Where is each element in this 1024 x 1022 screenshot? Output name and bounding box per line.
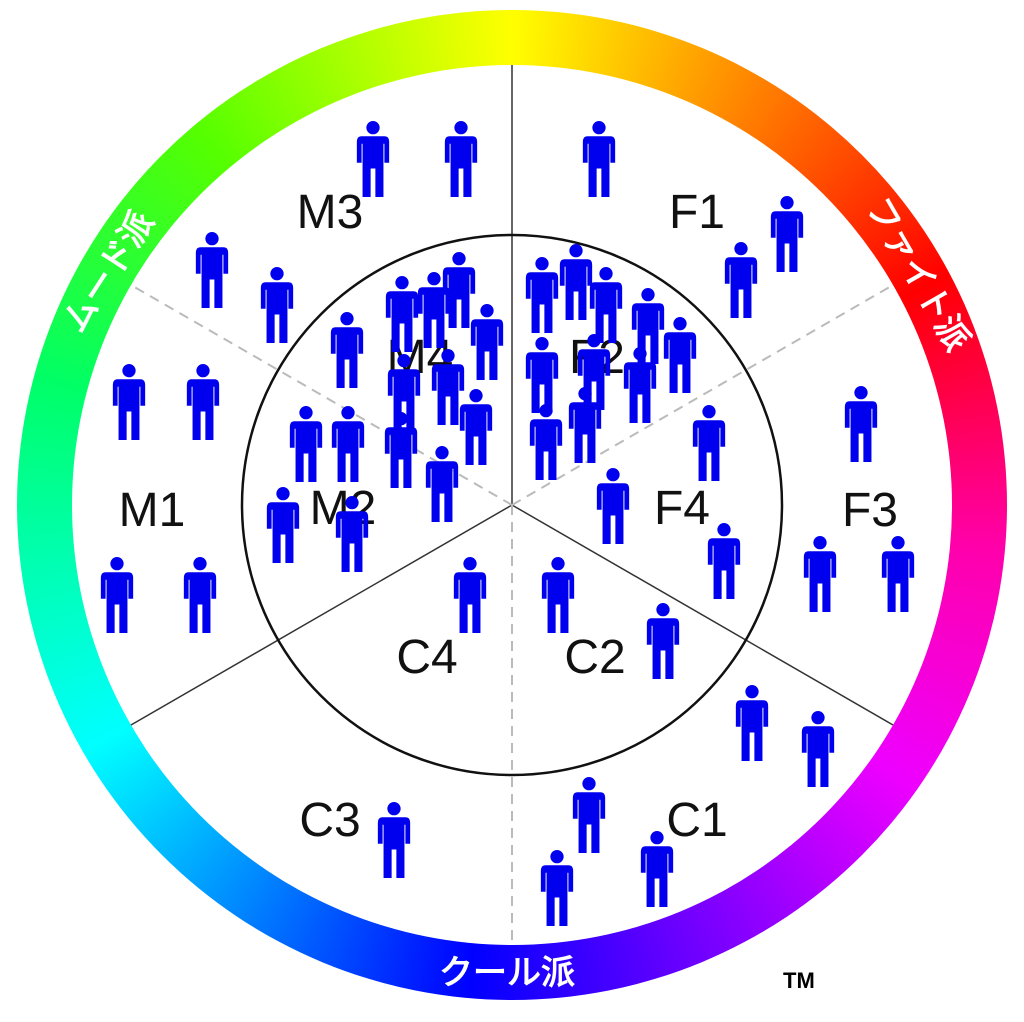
segment-label-f1: F1 <box>669 186 725 239</box>
segment-label-c2: C2 <box>564 631 625 684</box>
divider-lower-right <box>511 504 894 726</box>
segment-label-c3: C3 <box>299 794 360 847</box>
segment-label-m1: M1 <box>119 484 186 537</box>
segment-label-f3: F3 <box>842 484 898 537</box>
segment-label-c1: C1 <box>666 794 727 847</box>
divider-lower-left <box>130 504 513 726</box>
segment-label-f4: F4 <box>654 482 710 535</box>
dashed-divider-upper-right <box>511 284 894 506</box>
inner-circle <box>240 233 784 777</box>
ring-label-cool: クール派 <box>439 953 575 993</box>
segment-label-c4: C4 <box>396 631 457 684</box>
trademark: TM <box>783 968 815 993</box>
segment-label-m3: M3 <box>297 186 364 239</box>
